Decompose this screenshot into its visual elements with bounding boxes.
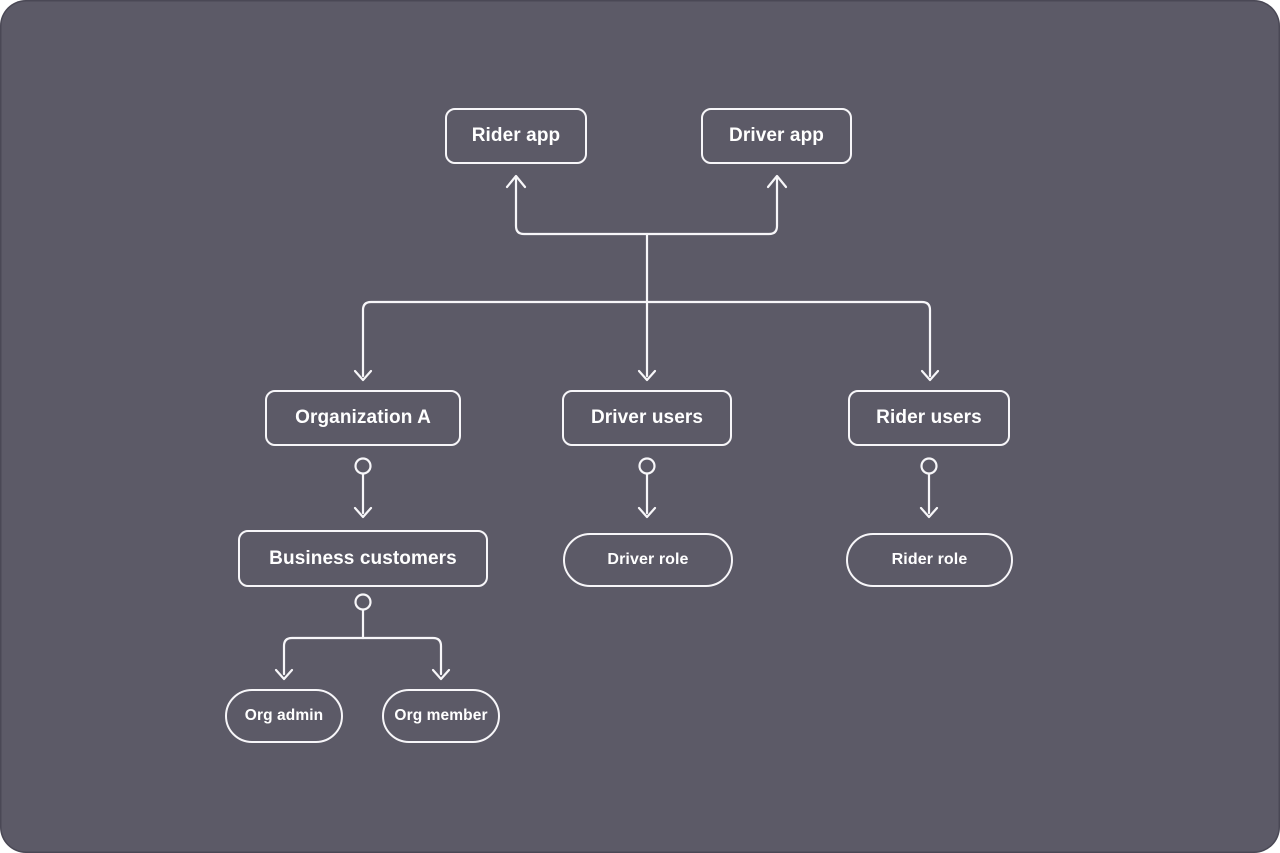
arrow-down-icon: [353, 369, 373, 382]
circle-connector-icon: [638, 457, 656, 475]
node-organization-a: Organization A: [265, 390, 461, 446]
arrow-down-icon: [431, 668, 451, 681]
circle-connector-icon: [920, 457, 938, 475]
node-org-member: Org member: [382, 689, 500, 743]
arrow-down-icon: [353, 506, 373, 519]
circle-connector-icon: [354, 457, 372, 475]
edge-root-apps: [505, 174, 788, 236]
node-rider-users: Rider users: [848, 390, 1010, 446]
node-rider-app: Rider app: [445, 108, 587, 164]
arrow-down-icon: [637, 369, 657, 382]
edge-rider-users-rider-role: [919, 457, 939, 519]
node-driver-app: Driver app: [701, 108, 852, 164]
arrow-down-icon: [919, 506, 939, 519]
edge-root-row2: [353, 232, 940, 382]
node-driver-role: Driver role: [563, 533, 733, 587]
arrow-down-icon: [637, 506, 657, 519]
node-org-admin: Org admin: [225, 689, 343, 743]
edge-business-customers-org-roles: [274, 593, 451, 681]
node-driver-users: Driver users: [562, 390, 732, 446]
arrow-up-icon: [505, 174, 527, 189]
edge-organization-a-business-customers: [353, 457, 373, 519]
circle-connector-icon: [354, 593, 372, 611]
node-rider-role: Rider role: [846, 533, 1013, 587]
arrow-up-icon: [766, 174, 788, 189]
arrow-down-icon: [920, 369, 940, 382]
node-business-customers: Business customers: [238, 530, 488, 587]
arrow-down-icon: [274, 668, 294, 681]
edge-driver-users-driver-role: [637, 457, 657, 519]
